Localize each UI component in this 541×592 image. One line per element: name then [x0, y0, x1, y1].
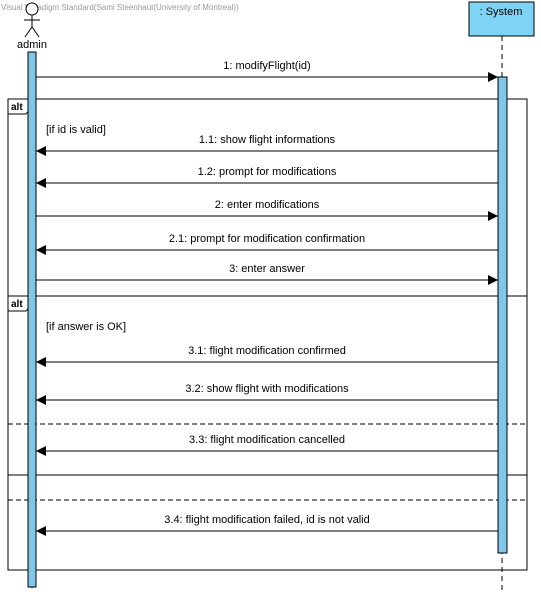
- alt-fragment-outer: alt [if id is valid]: [7, 98, 528, 571]
- message-3[interactable]: 1.2: prompt for modifications: [36, 166, 498, 188]
- message-9[interactable]: 3.3: flight modification cancelled: [36, 434, 498, 456]
- actor-icon: [24, 2, 40, 38]
- system-lifeline-box[interactable]: [468, 1, 535, 37]
- message-8[interactable]: 3.2: show flight with modifications: [36, 383, 498, 405]
- message-10[interactable]: 3.4: flight modification failed, id is n…: [36, 514, 498, 536]
- message-1[interactable]: 1: modifyFlight(id): [36, 60, 498, 82]
- message-label: 1.1: show flight informations: [199, 134, 336, 146]
- alt-operator-outer: alt: [11, 102, 23, 113]
- message-label: 3.2: show flight with modifications: [185, 383, 349, 395]
- message-label: 3.4: flight modification failed, id is n…: [164, 514, 369, 526]
- message-7[interactable]: 3.1: flight modification confirmed: [36, 345, 498, 367]
- message-5[interactable]: 2.1: prompt for modification confirmatio…: [36, 233, 498, 255]
- messages: 1: modifyFlight(id) 1.1: show flight info…: [36, 60, 498, 536]
- message-6[interactable]: 3: enter answer: [36, 263, 498, 285]
- message-2[interactable]: 1.1: show flight informations: [36, 134, 498, 156]
- message-label: 1: modifyFlight(id): [223, 60, 310, 72]
- watermark: Visual Paradigm Standard(Sami Steenhaut(…: [1, 3, 239, 12]
- system-lifeline-label: : System: [480, 6, 523, 18]
- alt-operator-inner: alt: [11, 299, 23, 310]
- message-label: 3: enter answer: [229, 263, 305, 275]
- actor-label: admin: [17, 39, 47, 51]
- message-label: 2: enter modifications: [215, 199, 320, 211]
- message-label: 2.1: prompt for modification confirmatio…: [169, 233, 365, 245]
- system-activation-bar: [497, 76, 508, 554]
- actor-activation-bar: [27, 51, 37, 588]
- message-label: 3.3: flight modification cancelled: [189, 434, 345, 446]
- message-label: 1.2: prompt for modifications: [198, 166, 337, 178]
- message-4[interactable]: 2: enter modifications: [36, 199, 498, 221]
- guard-outer: [if id is valid]: [46, 124, 106, 136]
- guard-inner: [if answer is OK]: [46, 321, 126, 333]
- message-label: 3.1: flight modification confirmed: [188, 345, 346, 357]
